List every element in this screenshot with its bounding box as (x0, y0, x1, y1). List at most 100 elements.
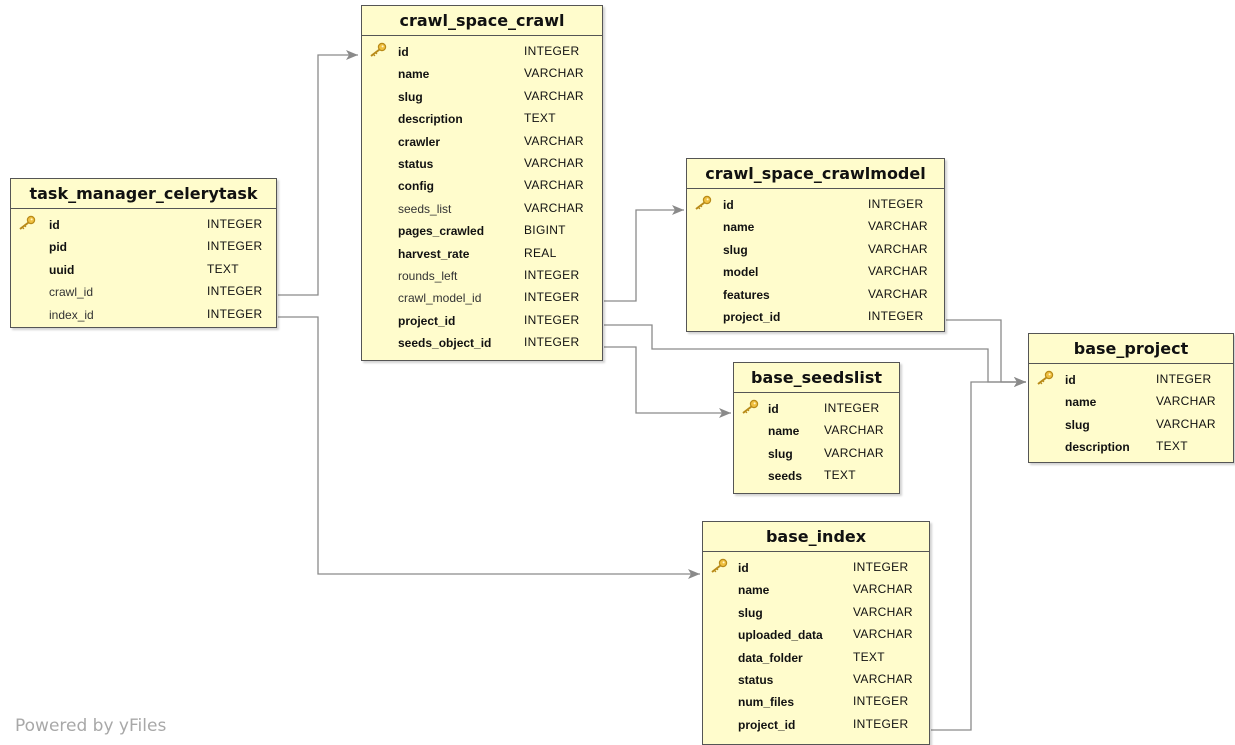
field-name: config (398, 179, 434, 194)
field-name: project_id (723, 309, 781, 324)
field-row[interactable]: project_id INTEGER (362, 309, 602, 331)
field-type: INTEGER (207, 239, 263, 254)
field-row[interactable]: status VARCHAR (362, 152, 602, 174)
field-name: id (738, 561, 749, 575)
field-type: INTEGER (524, 44, 580, 58)
field-type: VARCHAR (1156, 394, 1216, 409)
field-row[interactable]: name VARCHAR (687, 215, 944, 237)
field-type: VARCHAR (524, 133, 584, 148)
field-row[interactable]: num_files INTEGER (703, 690, 929, 712)
field-type: INTEGER (853, 694, 909, 709)
field-name: id (49, 218, 60, 232)
field-type: INTEGER (207, 284, 263, 299)
field-row[interactable]: config VARCHAR (362, 174, 602, 196)
field-row[interactable]: crawler VARCHAR (362, 130, 602, 152)
field-name: slug (398, 89, 423, 104)
key-icon (693, 195, 713, 211)
field-name: project_id (738, 717, 796, 732)
table-title: base_seedslist (734, 363, 899, 393)
field-type: TEXT (824, 468, 856, 483)
table-title: crawl_space_crawlmodel (687, 159, 944, 189)
key-icon (709, 558, 729, 574)
relation-edge (946, 319, 1026, 387)
field-name: status (398, 156, 434, 171)
field-type: VARCHAR (524, 155, 584, 170)
key-icon (740, 399, 760, 415)
key-icon (1035, 370, 1055, 386)
field-row[interactable]: crawl_id INTEGER (11, 280, 276, 302)
field-row[interactable]: name VARCHAR (734, 419, 899, 441)
field-type: VARCHAR (868, 286, 928, 301)
field-name: name (1065, 395, 1097, 410)
field-name: slug (723, 242, 748, 257)
field-name: num_files (738, 695, 795, 710)
field-type: INTEGER (853, 716, 909, 731)
field-name: id (1065, 373, 1076, 387)
field-name: uploaded_data (738, 628, 823, 643)
field-name: name (768, 424, 800, 439)
field-type: VARCHAR (868, 219, 928, 234)
field-name: name (723, 220, 755, 235)
field-name: project_id (398, 313, 456, 328)
field-type: VARCHAR (853, 582, 913, 597)
field-name: model (723, 265, 759, 280)
field-row[interactable]: project_id INTEGER (703, 713, 929, 735)
field-name: crawl_id (49, 285, 94, 300)
field-type: REAL (524, 245, 557, 260)
field-type: VARCHAR (524, 178, 584, 193)
field-row[interactable]: features VARCHAR (687, 283, 944, 305)
field-row[interactable]: id INTEGER (1029, 368, 1233, 390)
field-name: pages_crawled (398, 224, 485, 239)
field-row[interactable]: name VARCHAR (1029, 390, 1233, 412)
field-name: index_id (49, 307, 94, 322)
field-type: VARCHAR (824, 423, 884, 438)
field-name: slug (768, 446, 793, 461)
field-type: INTEGER (824, 401, 880, 415)
relation-edge (278, 50, 358, 296)
field-type: INTEGER (524, 335, 580, 350)
field-type: INTEGER (1156, 372, 1212, 386)
relation-edge (604, 205, 684, 302)
table-title: base_project (1029, 334, 1233, 364)
field-name: features (723, 287, 770, 302)
field-type: INTEGER (524, 312, 580, 327)
field-name: crawler (398, 134, 441, 149)
field-name: rounds_left (398, 268, 458, 283)
